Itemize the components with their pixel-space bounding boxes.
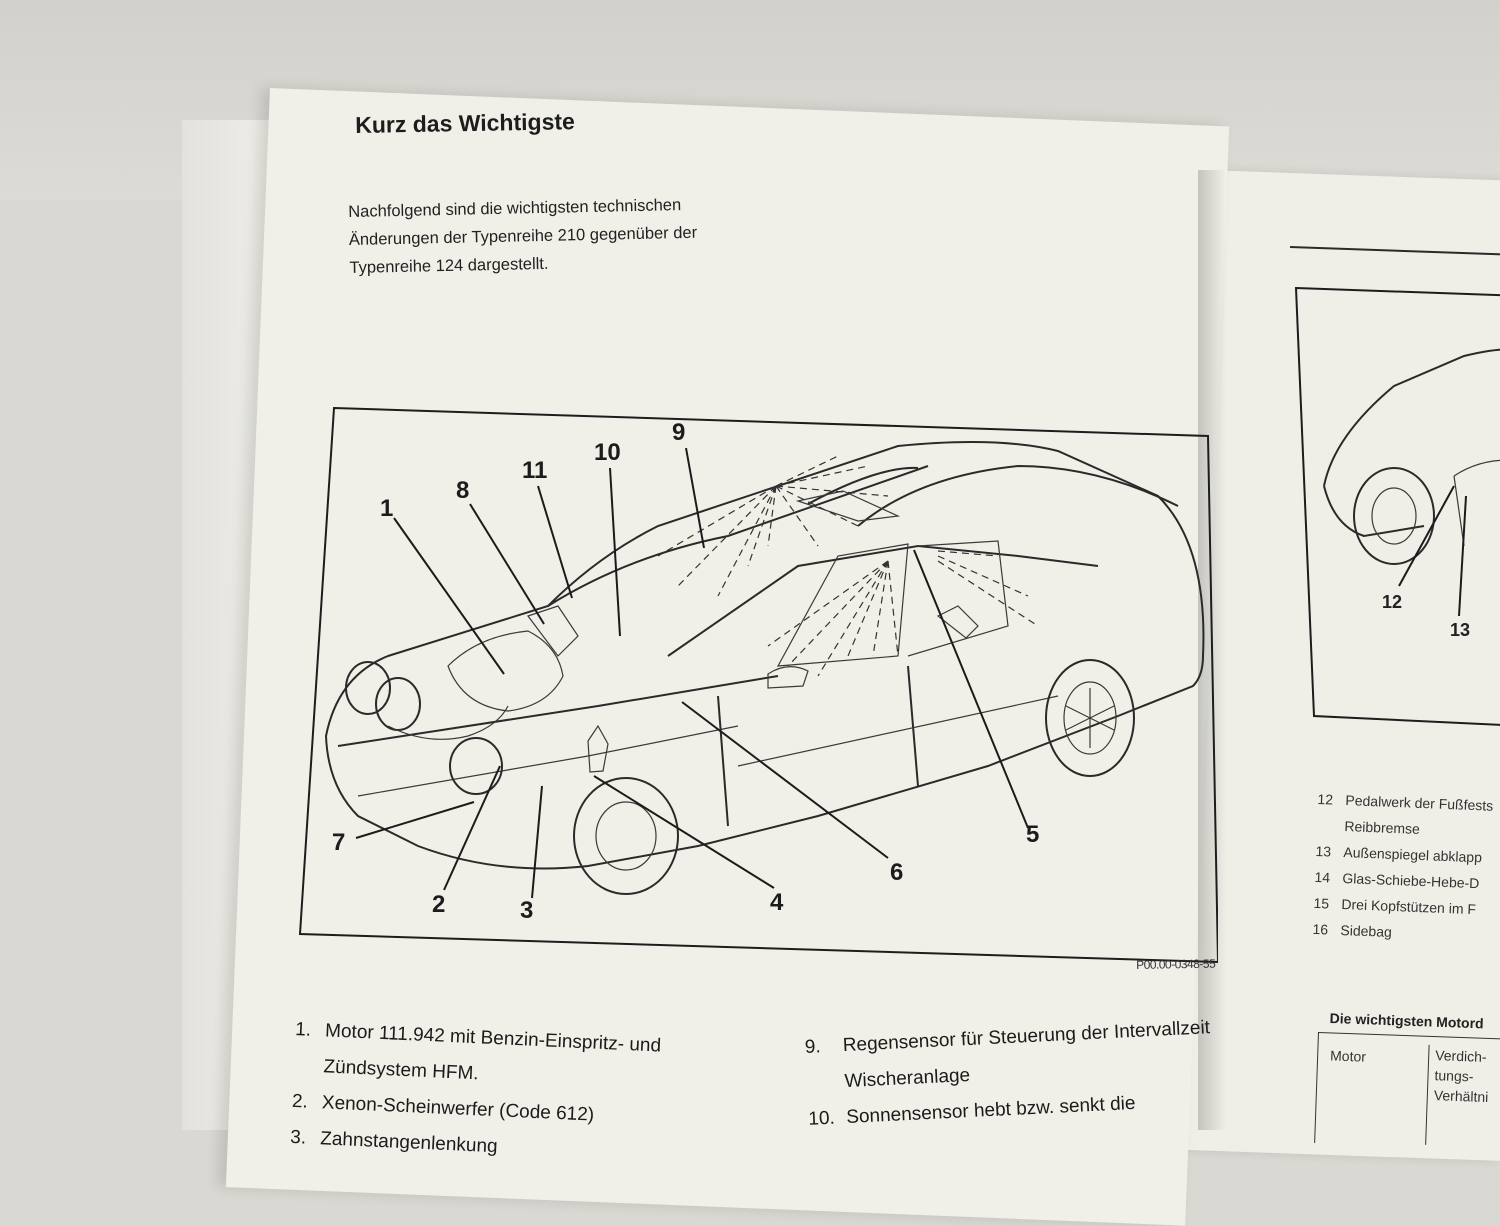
callout-8: 8 (456, 477, 469, 504)
table-header-line: Verdich- (1434, 1047, 1487, 1065)
list-number: 12 (1317, 790, 1334, 808)
right-callout-12: 12 (1382, 592, 1402, 612)
callout-1: 1 (380, 495, 393, 522)
list-number: 16 (1312, 920, 1329, 938)
legend-number: 9. (804, 1036, 822, 1058)
sensor-rays (657, 455, 1039, 677)
leader-3 (531, 785, 543, 899)
list-text: Reibbremse (1344, 818, 1421, 837)
table-header-line: tungs- (1434, 1067, 1474, 1085)
list-number: 13 (1315, 842, 1332, 860)
callout-4: 4 (770, 889, 784, 916)
list-number: 15 (1313, 894, 1330, 912)
table-header-line: Verhältni (1433, 1087, 1489, 1105)
callout-9: 9 (672, 419, 685, 446)
legend-list-left: 1. Motor 111.942 mit Benzin-Einspritz- u… (289, 1012, 775, 1178)
legend-number: 1. (294, 1018, 312, 1041)
leader-11 (537, 485, 573, 599)
callout-11: 11 (522, 457, 547, 484)
callout-5: 5 (1026, 821, 1039, 848)
right-table: Motor Verdich- tungs- Verhältni (1314, 1032, 1500, 1150)
legend-number: 3. (289, 1126, 307, 1149)
leader-7 (355, 801, 475, 839)
figure-code: P00.00-0348-55 (1136, 956, 1216, 972)
leader-2 (443, 765, 501, 891)
table-header-compression: Verdich- tungs- Verhältni (1425, 1044, 1491, 1147)
legend-list-right: 9. Regensensor für Steuerung der Interva… (804, 1009, 1229, 1137)
callout-3: 3 (520, 897, 533, 924)
leader-4 (593, 775, 775, 889)
list-number: 14 (1314, 868, 1331, 886)
legend-number: 2. (291, 1090, 309, 1113)
car-outline (324, 441, 1205, 895)
leader-8 (469, 503, 545, 625)
callout-10: 10 (594, 439, 621, 466)
figure-frame (298, 406, 1218, 964)
right-callout-13: 13 (1450, 620, 1470, 640)
callout-7: 7 (332, 829, 345, 856)
intro-paragraph: Nachfolgend sind die wichtigsten technis… (348, 188, 820, 282)
callout-6: 6 (890, 859, 903, 886)
callout-leaders (355, 447, 1029, 899)
leader-1 (393, 517, 505, 675)
page-title: Kurz das Wichtigste (355, 108, 576, 138)
callout-numbers: 1 2 3 4 5 6 7 8 9 10 11 (332, 419, 1039, 924)
callout-2: 2 (432, 891, 445, 918)
right-car-illustration: 12 13 (1294, 286, 1500, 726)
leader-10 (609, 467, 621, 637)
table-header-motor: Motor (1329, 1047, 1367, 1065)
leader-5 (913, 549, 1029, 829)
legend-number: 10. (807, 1107, 836, 1130)
leader-6 (681, 701, 889, 859)
list-text: Sidebag (1340, 921, 1393, 940)
leader-9 (685, 447, 705, 549)
list-number (1316, 812, 1345, 839)
car-illustration: 1 2 3 4 5 6 7 8 9 10 11 (298, 406, 1218, 964)
